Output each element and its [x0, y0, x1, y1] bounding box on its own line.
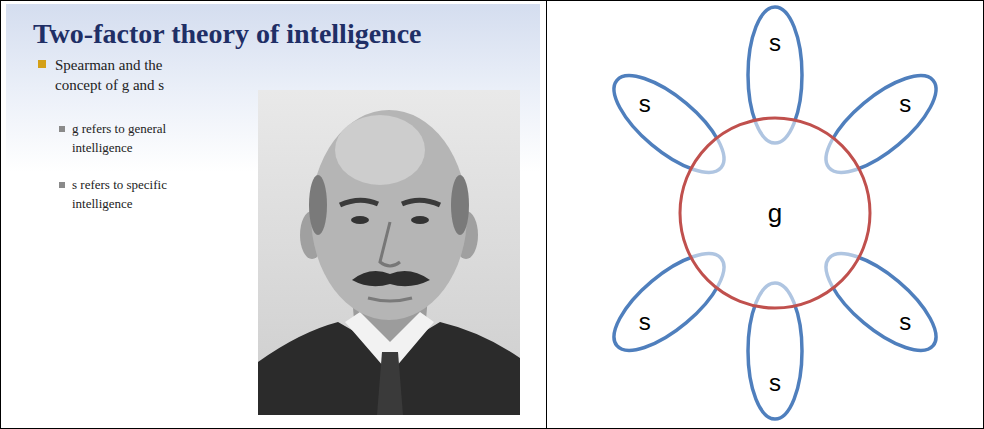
table-divider [546, 0, 547, 429]
general-factor-circle: g [676, 114, 874, 312]
bullet-marker [38, 60, 46, 68]
slide-background [6, 4, 540, 425]
specific-factor-label: s [899, 92, 911, 116]
sub-bullet-text: g refers to general intelligence [72, 120, 197, 158]
bullet-text: Spearman and the concept of g and s [55, 56, 195, 95]
portrait-photo [258, 90, 520, 415]
specific-factor-label: s [769, 31, 781, 55]
sub-bullet-marker [59, 182, 65, 188]
circle-shape [680, 118, 870, 308]
sub-bullet-marker [59, 126, 65, 132]
specific-factor-label: s [899, 310, 911, 334]
specific-factor-label: s [769, 371, 781, 395]
general-factor-label: g [768, 200, 782, 226]
sub-bullet-text: s refers to specific intelligence [72, 176, 197, 214]
specific-factor-label: s [639, 310, 651, 334]
petal-shape [600, 237, 739, 366]
petal-shape [811, 237, 950, 366]
slide-title: Two-factor theory of intelligence [33, 18, 422, 50]
specific-factor-label: s [639, 92, 651, 116]
petal-shape [748, 283, 802, 419]
